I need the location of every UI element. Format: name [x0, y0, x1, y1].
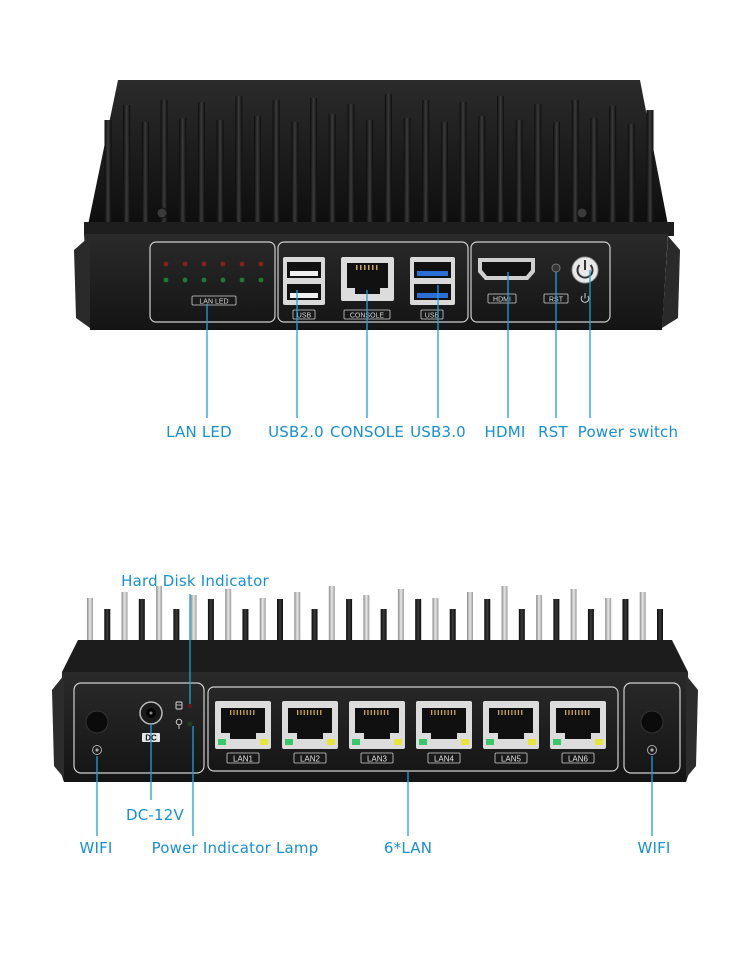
lan-port-2[interactable] — [282, 701, 338, 749]
callout-lan-led: LAN LED — [166, 423, 232, 441]
usb3-ports[interactable] — [410, 257, 455, 305]
hdmi-port[interactable] — [478, 258, 535, 280]
lan-port-3[interactable] — [349, 701, 405, 749]
hard-disk-led — [187, 703, 193, 709]
lan1-panel-label: LAN1 — [233, 755, 254, 764]
lamp-icon — [175, 718, 183, 729]
lan4-panel-label: LAN4 — [434, 755, 455, 764]
power-button-icon[interactable] — [571, 256, 599, 284]
usb3-panel-label: USB — [425, 313, 440, 320]
reset-button[interactable] — [551, 263, 561, 273]
lan-led-panel: LAN LED — [149, 241, 276, 323]
callout-console: CONSOLE — [329, 423, 405, 441]
wifi-antenna-icon — [92, 745, 102, 755]
hard-disk-icon — [175, 701, 183, 710]
lan-port-4[interactable] — [416, 701, 472, 749]
callout-hdmi: HDMI — [484, 423, 526, 441]
usb2-panel-label: USB — [297, 313, 312, 320]
callout-power-indicator-lamp: Power Indicator Lamp — [151, 839, 319, 857]
hdmi-panel-label: HDMI — [493, 297, 511, 304]
top-device: LAN LED USB — [74, 80, 680, 330]
callout-usb2: USB2.0 — [268, 423, 324, 441]
usb-console-panel: USB CONSOLE USB — [277, 241, 469, 323]
callout-wifi-right: WIFI — [637, 839, 671, 857]
hdmi-power-panel: HDMI RST — [470, 241, 611, 323]
usb2-ports[interactable] — [283, 257, 325, 305]
top-heatsink-fins — [104, 94, 654, 225]
callout-dc-12v: DC-12V — [126, 806, 184, 824]
console-port[interactable] — [341, 257, 394, 301]
callout-wifi-left: WIFI — [79, 839, 113, 857]
bottom-leader-lines — [96, 594, 653, 836]
top-device-body — [88, 80, 668, 225]
power-symbol-icon — [580, 293, 590, 303]
lan5-panel-label: LAN5 — [501, 755, 522, 764]
lan-led-panel-label: LAN LED — [199, 299, 228, 306]
lan-port-6[interactable] — [550, 701, 606, 749]
lan-port-1[interactable] — [215, 701, 271, 749]
top-leader-lines — [206, 270, 591, 418]
callout-rst: RST — [538, 423, 568, 441]
dc-power-jack[interactable] — [139, 701, 163, 725]
power-lamp-led — [187, 721, 193, 727]
callout-six-lan: 6*LAN — [383, 839, 433, 857]
lan3-panel-label: LAN3 — [367, 755, 388, 764]
bottom-heatsink-fins — [87, 586, 663, 646]
callout-usb3: USB3.0 — [410, 423, 466, 441]
lan-port-5[interactable] — [483, 701, 539, 749]
lan6-panel-label: LAN6 — [568, 755, 589, 764]
wifi-antenna-icon — [647, 745, 657, 755]
callout-hard-disk-indicator: Hard Disk Indicator — [121, 572, 269, 590]
callout-power-switch: Power switch — [577, 423, 679, 441]
lan2-panel-label: LAN2 — [300, 755, 321, 764]
